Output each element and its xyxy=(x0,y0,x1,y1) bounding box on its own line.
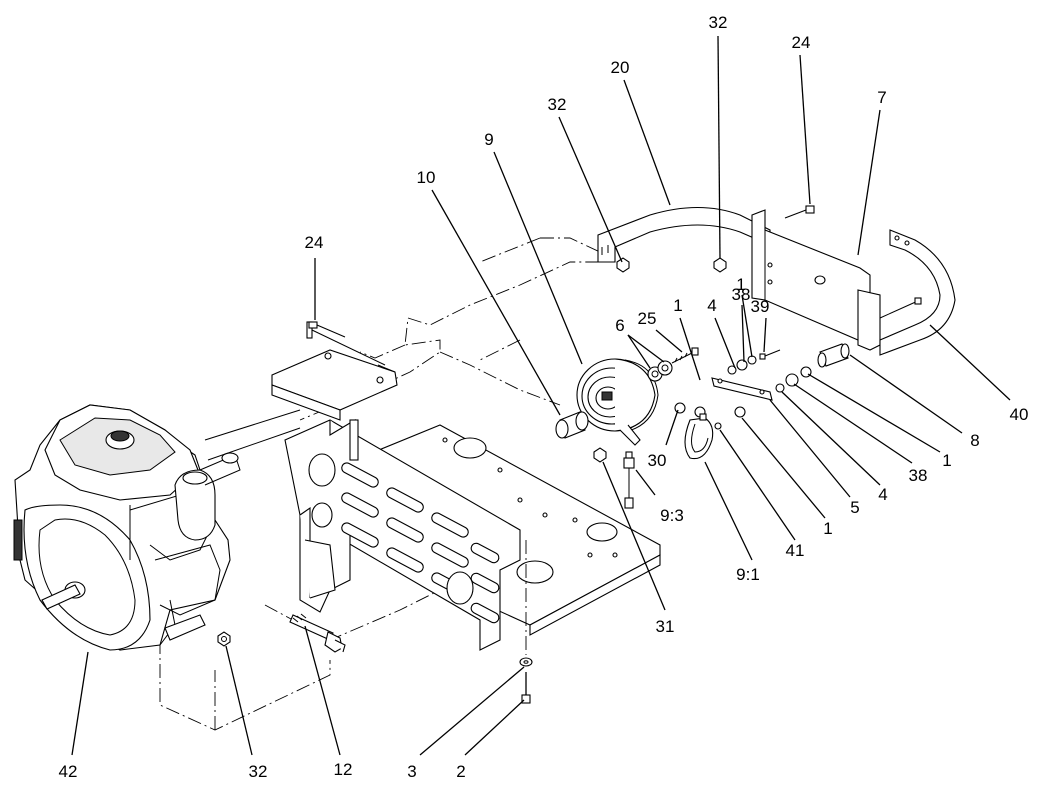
pto-clutch xyxy=(576,358,659,446)
callout-39: 39 xyxy=(751,297,770,316)
washers-1-38-4 xyxy=(674,349,812,430)
callout-5: 5 xyxy=(850,498,859,517)
engine xyxy=(13,404,301,651)
right-bumper xyxy=(879,229,956,356)
rear-bumper xyxy=(597,206,771,273)
callout-41: 41 xyxy=(786,541,805,560)
nut-31 xyxy=(593,447,607,463)
callout-42: 42 xyxy=(59,762,78,781)
hose-fitting xyxy=(289,613,346,653)
callout-6: 6 xyxy=(615,316,624,335)
callout-4-lower: 4 xyxy=(878,485,887,504)
callout-25: 25 xyxy=(638,309,657,328)
callout-31: 31 xyxy=(656,617,675,636)
callout-8: 8 xyxy=(970,431,979,450)
wire-connector-9-3 xyxy=(623,451,635,509)
bolt-2 xyxy=(521,672,531,704)
callout-40: 40 xyxy=(1010,405,1029,424)
linkage-bar-5 xyxy=(711,377,773,401)
bolt-24-left xyxy=(308,321,346,338)
washer-3 xyxy=(519,657,533,667)
callout-1-right: 1 xyxy=(942,451,951,470)
callout-38-upper: 38 xyxy=(732,285,751,304)
callout-9: 9 xyxy=(484,130,493,149)
callout-12: 12 xyxy=(334,760,353,779)
bolt-25 xyxy=(671,347,699,364)
callout-32-top: 32 xyxy=(709,13,728,32)
callout-24-right: 24 xyxy=(792,33,811,52)
callout-30: 30 xyxy=(648,451,667,470)
mounting-bracket-7 xyxy=(713,209,881,351)
callout-labels: 42 32 12 3 2 24 10 9 32 20 32 24 7 6 25 … xyxy=(59,13,1029,781)
callout-32-lower: 32 xyxy=(249,762,268,781)
callout-24-left: 24 xyxy=(305,233,324,252)
belt-retainer-9-1 xyxy=(684,413,714,460)
spacer-8 xyxy=(817,343,850,368)
bolt-24-right xyxy=(784,205,815,219)
callout-leader-lines xyxy=(71,35,1011,756)
callout-1-upper-right: 1 xyxy=(736,275,745,294)
callout-9-1: 9:1 xyxy=(736,565,760,584)
callout-9-3: 9:3 xyxy=(660,506,684,525)
callout-38-lower: 38 xyxy=(909,466,928,485)
callout-7: 7 xyxy=(877,88,886,107)
callout-1-upper-left: 1 xyxy=(673,296,682,315)
callout-3: 3 xyxy=(407,762,416,781)
callout-4-upper: 4 xyxy=(707,296,716,315)
callout-20: 20 xyxy=(611,58,630,77)
callout-32-left-bumper: 32 xyxy=(548,95,567,114)
callout-10: 10 xyxy=(417,168,436,187)
callout-2: 2 xyxy=(456,762,465,781)
slotted-side-panel xyxy=(284,419,521,651)
washers-6 xyxy=(647,360,673,382)
nut-32-lower xyxy=(217,631,231,647)
spacer-10 xyxy=(555,411,589,439)
callout-1-lower: 1 xyxy=(823,519,832,538)
engine-mount-bracket xyxy=(271,321,398,421)
